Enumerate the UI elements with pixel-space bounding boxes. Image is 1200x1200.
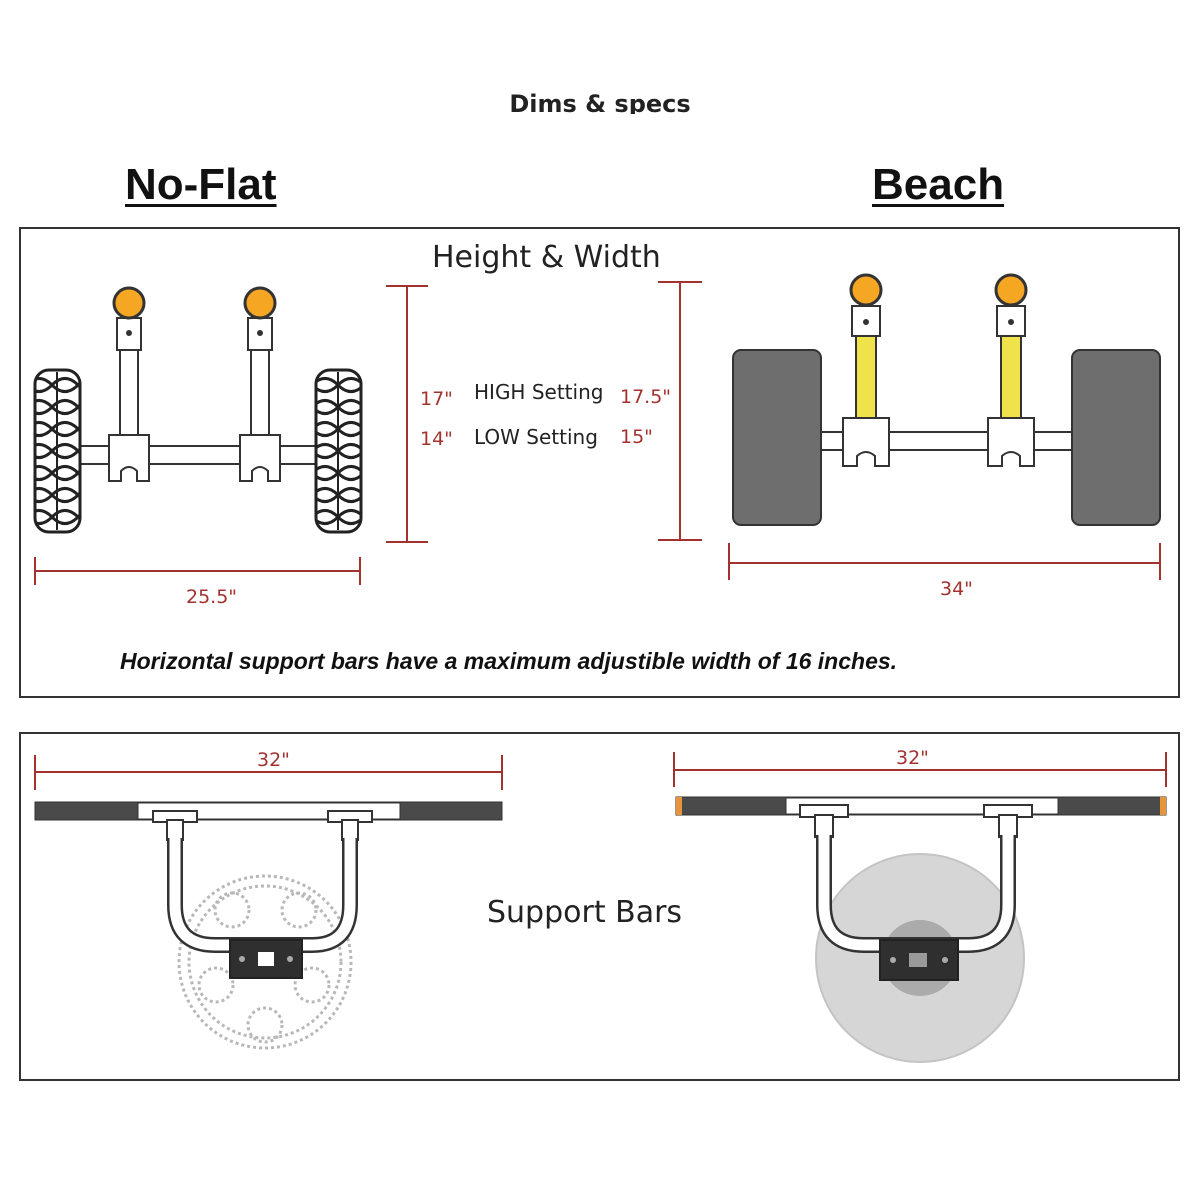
no-flat-wheel-outline (177, 874, 353, 1050)
support-bars-panel (19, 732, 1180, 1081)
beach-height-dimension (658, 281, 702, 541)
no-flat-low-value: 14" (420, 428, 453, 450)
beach-left-tire (732, 349, 822, 526)
beach-width-value: 34" (940, 578, 973, 600)
beach-right-post (987, 273, 1035, 467)
support-bar-width-note: Horizontal support bars have a maximum a… (120, 648, 898, 674)
no-flat-right-tire (314, 368, 363, 534)
beach-support-bar-top-view (673, 752, 1167, 1063)
no-flat-bar-width-value: 32" (257, 749, 290, 771)
height-width-panel (19, 227, 1180, 698)
beach-width-dimension (728, 543, 1161, 580)
knob-icon (243, 286, 277, 320)
no-flat-width-dimension (34, 557, 361, 585)
support-bars-title: Support Bars (487, 895, 683, 930)
no-flat-high-value: 17" (420, 388, 453, 410)
no-flat-cart-front-view (33, 286, 363, 534)
knob-icon (849, 273, 883, 307)
knob-icon (994, 273, 1028, 307)
beach-left-post (842, 273, 890, 467)
cut-off-title: Dims & specs (0, 84, 1200, 114)
knob-icon (112, 286, 146, 320)
beach-bar-width-dimension (673, 752, 1167, 787)
no-flat-left-tire (33, 368, 82, 534)
no-flat-right-post (239, 286, 281, 482)
no-flat-bar-width-dimension (34, 755, 503, 790)
low-setting-label: LOW Setting (474, 425, 598, 449)
high-setting-label: HIGH Setting (474, 380, 604, 404)
no-flat-height-dimension (386, 285, 428, 543)
beach-low-value: 15" (620, 426, 653, 448)
no-flat-heading: No-Flat (125, 160, 277, 209)
height-width-title: Height & Width (432, 240, 661, 275)
beach-cart-front-view (732, 273, 1161, 526)
beach-right-tire (1071, 349, 1161, 526)
beach-heading: Beach (872, 160, 1005, 209)
cut-off-title-text: Dims & specs (509, 90, 691, 114)
beach-bar-width-value: 32" (896, 747, 929, 769)
no-flat-support-bar-top-view (34, 755, 503, 1050)
beach-high-value: 17.5" (620, 386, 672, 408)
no-flat-width-value: 25.5" (186, 586, 238, 608)
no-flat-left-post (108, 286, 150, 482)
